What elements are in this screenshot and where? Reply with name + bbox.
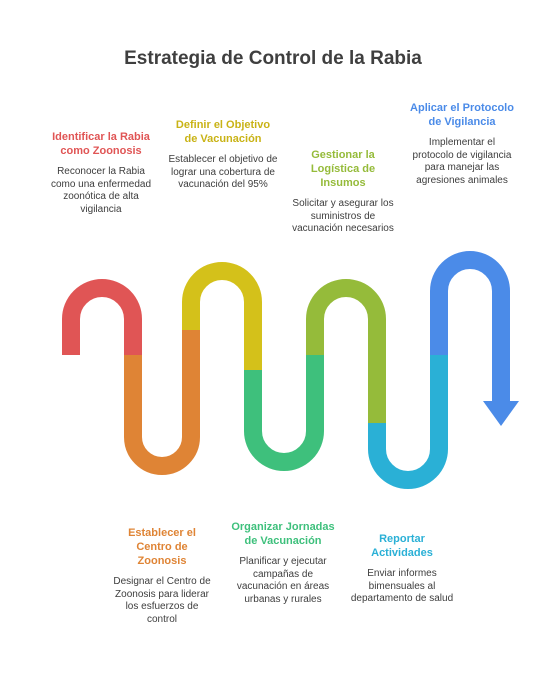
- step-title: Establecer el Centro de Zoonosis: [128, 527, 196, 567]
- step-definir: Definir el Objetivo de Vacunación Establ…: [168, 118, 278, 192]
- step-reportar: Reportar Actividades Enviar informes bim…: [350, 532, 454, 606]
- step-organizar: Organizar Jornadas de Vacunación Planifi…: [230, 520, 336, 606]
- path-segment-6: [368, 355, 448, 489]
- step-description: Planificar y ejecutar campañas de vacuna…: [236, 556, 330, 605]
- step-identificar: Identificar la Rabia como Zoonosis Recon…: [46, 130, 156, 216]
- step-title: Organizar Jornadas de Vacunación: [231, 521, 335, 547]
- step-description: Designar el Centro de Zoonosis para lide…: [113, 576, 211, 625]
- step-aplicar: Aplicar el Protocolo de Vigilancia Imple…: [410, 101, 514, 187]
- step-description: Reconocer la Rabia como una enfermedad z…: [50, 166, 152, 215]
- step-establecer: Establecer el Centro de Zoonosis Designa…: [112, 526, 212, 626]
- diagram-title: Estrategia de Control de la Rabia: [124, 48, 422, 69]
- step-description: Enviar informes bimensuales al departame…: [350, 568, 454, 604]
- step-title: Aplicar el Protocolo de Vigilancia: [410, 102, 514, 128]
- step-description: Implementar el protocolo de vigilancia p…: [412, 137, 512, 186]
- step-title: Identificar la Rabia como Zoonosis: [52, 131, 150, 157]
- path-segment-5: [306, 279, 386, 423]
- path-segment-2: [124, 330, 200, 475]
- step-gestionar: Gestionar la Logística de Insumos Solici…: [290, 148, 396, 236]
- step-description: Establecer el objetivo de lograr una cob…: [168, 154, 278, 190]
- path-segment-3: [182, 262, 262, 370]
- step-title: Definir el Objetivo de Vacunación: [175, 119, 271, 145]
- path-segment-7: [430, 251, 510, 403]
- step-title: Gestionar la Logística de Insumos: [310, 149, 376, 189]
- arrow-head-icon: [483, 401, 519, 426]
- step-title: Reportar Actividades: [371, 533, 433, 559]
- path-segment-1: [62, 279, 142, 355]
- step-description: Solicitar y asegurar los suministros de …: [292, 198, 394, 234]
- path-segment-4: [244, 355, 324, 471]
